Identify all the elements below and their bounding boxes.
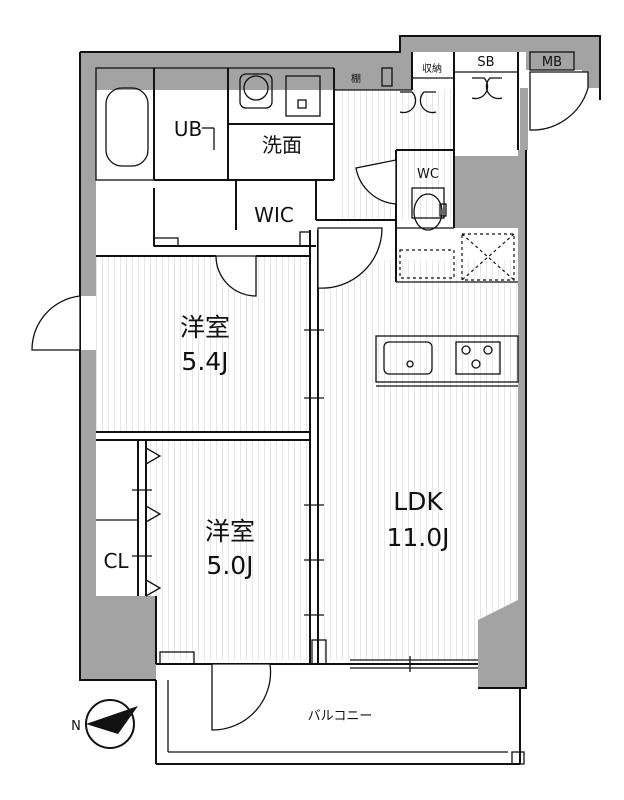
room-name-western-1: 洋室 (180, 313, 230, 342)
room-size-ldk: 11.0J (386, 523, 449, 552)
room-name-ldk: LDK (393, 487, 443, 516)
exterior-walls (80, 36, 600, 688)
doors (31, 71, 589, 731)
door-hall (317, 227, 383, 289)
room-size-western-1: 5.4J (181, 347, 228, 376)
floor-fills (96, 90, 518, 660)
bathtub-icon (105, 87, 149, 167)
washbasin-icon (243, 75, 269, 101)
room-name-western-2: 洋室 (205, 517, 255, 546)
room-size-western-2: 5.0J (206, 551, 253, 580)
partitions (95, 51, 575, 765)
door-wc (355, 159, 397, 205)
room-labels: 洋室 5.4J 洋室 5.0J LDK 11.0J UB 洗面 WIC WC C… (103, 55, 562, 724)
room-label-storage: 収納 (422, 62, 442, 75)
room-label-cl: CL (103, 549, 129, 573)
fixtures (105, 67, 515, 597)
compass-icon: N (71, 699, 138, 749)
door-mb (529, 71, 589, 131)
door-balcony (211, 663, 272, 731)
room-label-washroom: 洗面 (262, 133, 302, 157)
room-label-mb: MB (542, 55, 562, 70)
room-label-wic: WIC (254, 203, 294, 227)
room-label-ub: UB (174, 117, 202, 141)
door-entrance (31, 295, 81, 351)
room-label-wc: WC (417, 167, 439, 182)
compass-north-label: N (71, 719, 81, 734)
room-label-sb: SB (477, 55, 494, 70)
door-western-1 (215, 255, 257, 297)
room-label-shelf: 棚 (351, 72, 361, 85)
toilet-icon (411, 187, 447, 231)
balcony-label: バルコニー (308, 709, 373, 724)
